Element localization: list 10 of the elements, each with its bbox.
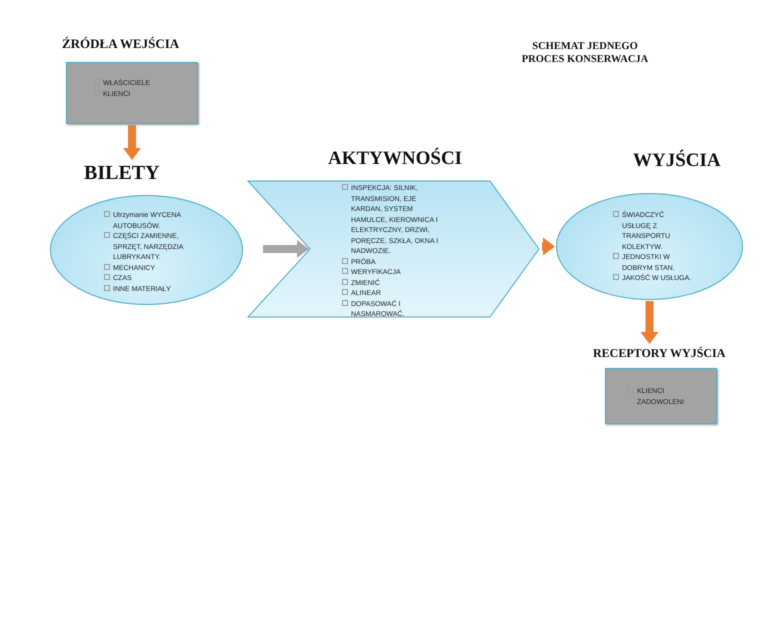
block-arrow <box>123 125 141 160</box>
section-heading: RECEPTORY WYJŚCIA <box>593 346 726 361</box>
section-heading: WYJŚCIA <box>633 150 721 172</box>
section-heading: BILETY <box>84 162 160 185</box>
block-arrow <box>263 240 309 258</box>
block-arrow <box>640 301 658 344</box>
diagram-title: SCHEMAT JEDNEGO PROCES KONSERWACJA <box>520 40 650 66</box>
section-heading: AKTYWNOŚCI <box>328 148 462 170</box>
section-heading: ŹRÓDŁA WEJŚCIA <box>62 36 180 52</box>
block-arrow <box>542 238 555 256</box>
